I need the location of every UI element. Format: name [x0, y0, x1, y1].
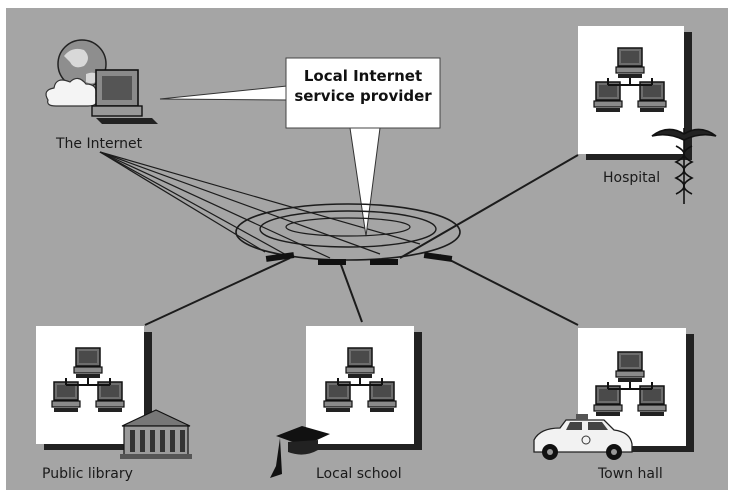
- hospital-label: Hospital: [603, 170, 661, 186]
- isp-ring: [235, 203, 461, 261]
- townhall-tile: [533, 328, 694, 460]
- isp-callout-box: [285, 57, 441, 129]
- school-tile: [270, 326, 422, 478]
- isp-callout-pointer: [159, 85, 288, 101]
- internet-label: The Internet: [56, 136, 143, 152]
- library-tile: [36, 326, 192, 459]
- library-building-icon: [120, 409, 192, 459]
- library-label: Public library: [42, 466, 133, 482]
- police-car-icon: [533, 414, 633, 460]
- hospital-tile: [578, 26, 717, 204]
- isp-ring-ports: [265, 252, 453, 265]
- internet-icon: [45, 39, 158, 124]
- isp-label-line2: service provider: [294, 87, 432, 105]
- townhall-label: Town hall: [598, 466, 663, 482]
- caduceus-icon: [651, 128, 717, 204]
- graduation-cap-icon: [270, 426, 330, 478]
- site-links: [144, 154, 579, 326]
- isp-label: Local Internet service provider: [287, 66, 439, 106]
- school-label: Local school: [316, 466, 402, 482]
- isp-label-line1: Local Internet: [303, 67, 423, 85]
- isp-callout-tail: [349, 127, 381, 237]
